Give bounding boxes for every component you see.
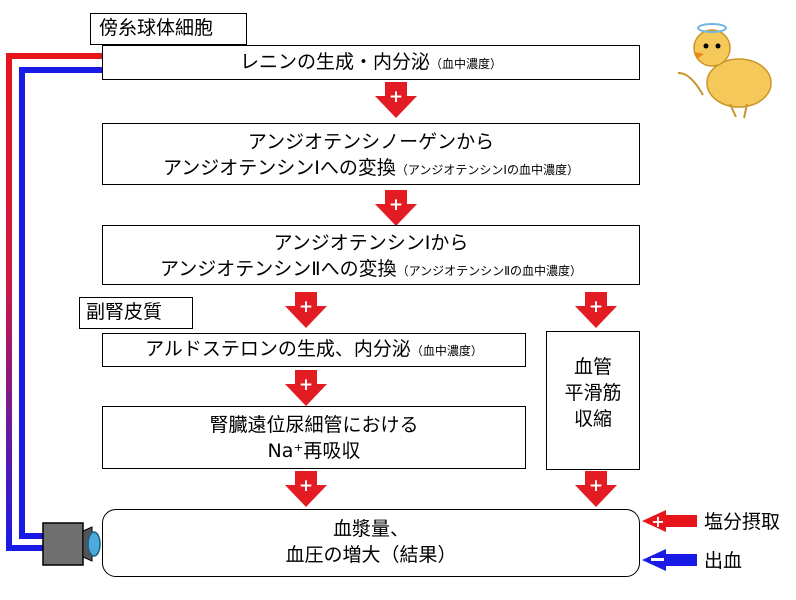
result-line1: 血漿量、 — [332, 518, 409, 540]
angiotensin-1-conversion-box: アンジオテンシノーゲンから アンジオテンシンⅠへの変換（アンジオテンシンⅠの血中… — [102, 123, 640, 185]
angiotensin-2-conversion-box: アンジオテンシンⅠから アンジオテンシンⅡへの変換（アンジオテンシンⅡの血中濃度… — [102, 225, 640, 285]
bleeding-label: 出血 — [704, 550, 743, 572]
chick-illustration — [677, 23, 772, 119]
angiotensin-1-line1: アンジオテンシノーゲンから — [247, 131, 495, 153]
arrow-ang2-to-vascular-sign: + — [589, 297, 603, 317]
arrow-ang1-to-ang2: + — [375, 190, 417, 226]
sensor-camera-icon — [42, 522, 101, 566]
vascular-smooth-muscle-box: 血管 平滑筋 収縮 — [546, 331, 640, 470]
vascular-line2: 平滑筋 — [564, 382, 622, 404]
arrow-aldosterone-to-na: + — [285, 370, 327, 406]
arrow-na-to-result: + — [285, 471, 327, 507]
arrow-renin-to-ang1-sign: + — [389, 87, 403, 107]
arrow-ang1-to-ang2-sign: + — [389, 195, 403, 215]
renin-secretion-note: （血中濃度） — [430, 57, 503, 71]
aldosterone-text: アルドステロンの生成、内分泌 — [145, 338, 411, 360]
salt-intake-label: 塩分摂取 — [704, 511, 781, 533]
renin-secretion-text: レニンの生成・内分泌 — [239, 51, 430, 73]
arrow-vascular-to-result-sign: + — [589, 476, 603, 496]
arrow-vascular-to-result: + — [575, 471, 617, 507]
arrow-ang2-to-aldosterone-sign: + — [299, 297, 313, 317]
vascular-line1: 血管 — [573, 356, 612, 378]
arrow-renin-to-ang1: + — [375, 82, 417, 118]
svg-text:+: + — [651, 512, 664, 531]
arrow-aldosterone-to-na-sign: + — [299, 375, 313, 395]
juxtaglomerular-cell-label: 傍糸球体細胞 — [90, 13, 247, 45]
feedback-loop-blue — [19, 67, 102, 539]
angiotensin-1-line2: アンジオテンシンⅠへの変換 — [163, 157, 396, 179]
renin-secretion-box: レニンの生成・内分泌（血中濃度） — [102, 45, 640, 80]
aldosterone-note: （血中濃度） — [410, 344, 483, 358]
aldosterone-secretion-box: アルドステロンの生成、内分泌（血中濃度） — [102, 333, 526, 367]
arrow-ang2-to-aldosterone: + — [285, 292, 327, 328]
angiotensin-2-line2: アンジオテンシンⅡへの変換 — [159, 258, 397, 280]
na-reabsorption-line1: 腎臓遠位尿細管における — [209, 414, 419, 436]
arrow-na-to-result-sign: + — [299, 476, 313, 496]
result-box: 血漿量、 血圧の増大（結果） — [102, 509, 640, 577]
result-line2: 血圧の増大（結果） — [285, 544, 457, 566]
feedback-loop-red — [6, 53, 102, 551]
salt-intake-arrow-icon: + — [642, 510, 697, 532]
vascular-line3: 収縮 — [573, 408, 612, 430]
na-reabsorption-box: 腎臓遠位尿細管における Na⁺再吸収 — [102, 406, 526, 469]
bleeding-arrow-icon — [642, 549, 697, 571]
adrenal-cortex-label: 副腎皮質 — [79, 297, 193, 329]
angiotensin-1-note: （アンジオテンシンⅠの血中濃度） — [395, 163, 579, 177]
arrow-ang2-to-vascular: + — [575, 292, 617, 328]
angiotensin-2-line1: アンジオテンシンⅠから — [273, 232, 469, 254]
na-reabsorption-line2: Na⁺再吸収 — [267, 440, 361, 462]
angiotensin-2-note: （アンジオテンシンⅡの血中濃度） — [396, 264, 583, 278]
